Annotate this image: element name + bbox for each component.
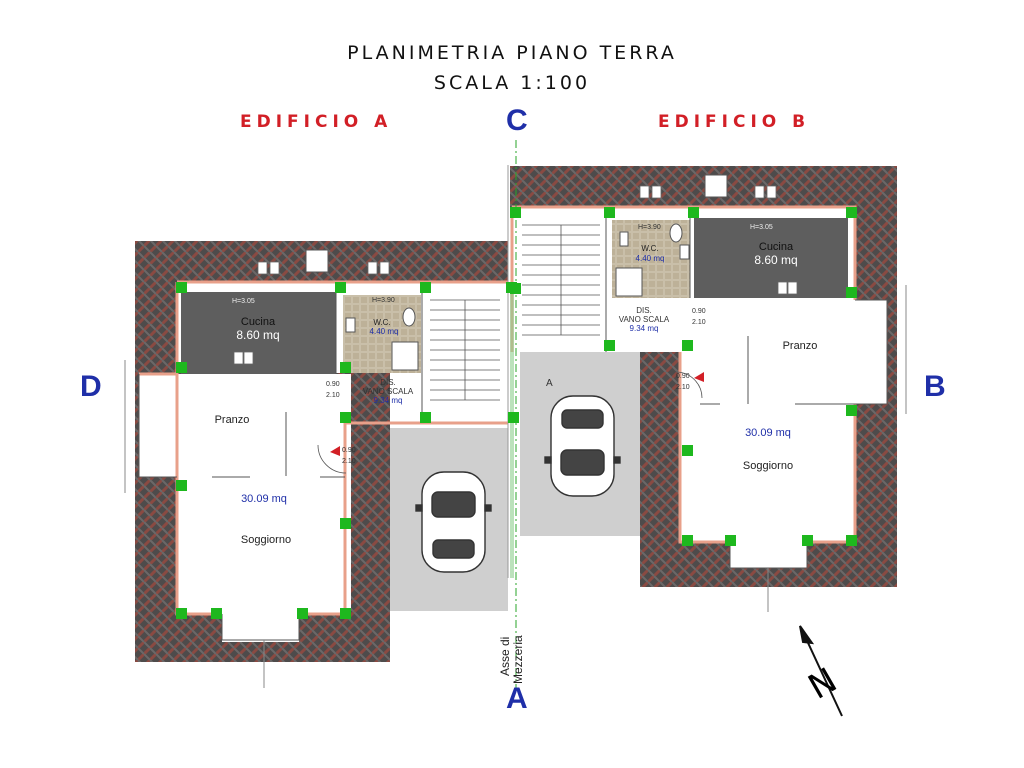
section-mark-d: D: [80, 370, 102, 403]
toilet-a-icon: [402, 307, 416, 327]
door-b1-height: 2.10: [692, 319, 706, 326]
section-mark-b: B: [924, 370, 946, 403]
bidet-a-icon: [345, 317, 356, 333]
door-a1-height: 2.10: [326, 392, 340, 399]
vano-b-label: VANO SCALA: [618, 315, 670, 324]
soggiorno-a-area: 30.09 mq: [241, 493, 287, 505]
partitions: [212, 336, 855, 478]
section-mark-c: C: [506, 104, 528, 137]
stairs-a: [430, 299, 500, 401]
chimney-a-icon: [305, 249, 329, 273]
entrance-b-icon: [694, 372, 704, 382]
vano-a-area: 9.34 mq: [373, 396, 403, 405]
door-b1-width: 0.90: [692, 308, 706, 315]
north-arrow-icon: [799, 625, 843, 717]
wc-a-area: 4.40 mq: [369, 327, 399, 336]
drawing-scale: SCALA 1:100: [433, 72, 591, 94]
sink-b-icon: [619, 231, 629, 247]
cucina-b-floor: [694, 218, 848, 298]
dis-a-label: DIS.: [380, 378, 396, 387]
door-a2-width: 0.90: [342, 447, 356, 454]
stairs-b: [522, 224, 600, 336]
door-a2-height: 2.10: [342, 458, 356, 465]
edificio-a-interior: [139, 282, 508, 642]
pranzo-b-label: Pranzo: [782, 340, 818, 352]
soggiorno-b-area: 30.09 mq: [745, 427, 791, 439]
pranzo-a-label: Pranzo: [214, 414, 250, 426]
door-b2-height: 2.10: [676, 384, 690, 391]
car-a: [415, 471, 492, 573]
entrance-a-icon: [330, 446, 340, 456]
cucina-a-area: 8.60 mq: [236, 328, 280, 342]
cucina-b-label: Cucina: [758, 241, 794, 253]
axis-label-line2: Mezzeria: [511, 635, 525, 684]
chimney-b-icon: [704, 174, 728, 198]
cucina-b-area: 8.60 mq: [754, 253, 798, 267]
soggiorno-a-label: Soggiorno: [240, 534, 292, 546]
wc-b-area: 4.40 mq: [635, 254, 665, 263]
cucina-b-height: H=3.05: [750, 224, 773, 231]
building-b-label: EDIFICIO B: [658, 112, 811, 132]
wc-b-label: W.C.: [641, 244, 659, 253]
vano-a-label: VANO SCALA: [362, 387, 414, 396]
toilet-b-icon: [669, 223, 683, 243]
wc-a-label: W.C.: [373, 318, 391, 327]
shower-b-icon: [615, 267, 643, 297]
dis-b-label: DIS.: [636, 306, 652, 315]
section-mark-a: A: [506, 682, 528, 715]
shower-a-icon: [391, 341, 419, 371]
section-lines: [124, 285, 907, 688]
fixtures: [305, 174, 728, 371]
vano-b-area: 9.34 mq: [629, 324, 659, 333]
soggiorno-b-label: Soggiorno: [742, 460, 794, 472]
wall-pillars: [176, 207, 857, 619]
door-a1-width: 0.90: [326, 381, 340, 388]
parking-mark: A: [546, 378, 553, 389]
bidet-b-icon: [679, 244, 690, 260]
car-b: [544, 395, 621, 497]
building-a-label: EDIFICIO A: [240, 112, 393, 132]
air-units: [233, 185, 798, 365]
cucina-a-label: Cucina: [240, 316, 276, 328]
door-swings: [317, 371, 703, 474]
wc-a-height: H=3.90: [372, 297, 395, 304]
wc-b-height: H=3.90: [638, 224, 661, 231]
door-b2-width: 0.90: [676, 373, 690, 380]
axis-label-line1: Asse di: [498, 636, 512, 676]
drawing-title: PLANIMETRIA PIANO TERRA: [347, 42, 677, 64]
cucina-a-height: H=3.05: [232, 298, 255, 305]
cucina-a-floor: [181, 292, 336, 374]
